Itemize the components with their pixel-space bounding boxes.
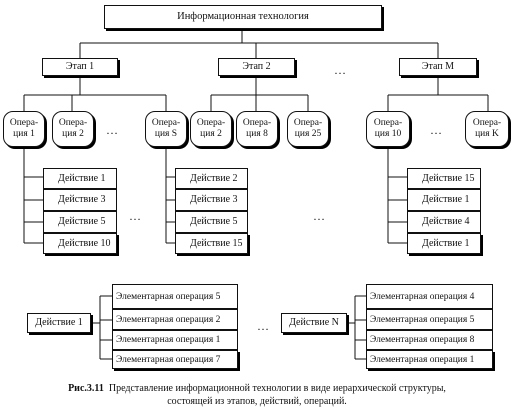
action-item: Действие 15	[175, 233, 248, 254]
operation-8: Опера- ция 8	[236, 111, 278, 147]
action-item: Действие 5	[43, 211, 117, 233]
action-1-detail: Действие 1	[27, 313, 91, 333]
action-item: Действие 5	[175, 211, 248, 233]
stage-m: Этап M	[399, 58, 477, 76]
elementary-operation: Элементарная операция 7	[112, 350, 238, 369]
operation-2b: Опера- ция 2	[190, 111, 232, 147]
detail-ellipsis: …	[257, 319, 270, 333]
operation-ellipsis-1: …	[106, 123, 119, 137]
elementary-operation: Элементарная операция 2	[112, 309, 238, 330]
figure-caption: Рис.3.11 Представление информационной те…	[0, 382, 514, 408]
action-item: Действие 3	[43, 189, 117, 211]
root-node: Информационная технология	[104, 5, 382, 29]
elementary-operation: Элементарная операция 1	[366, 350, 493, 369]
elementary-operation: Элементарная операция 5	[112, 284, 238, 309]
operation-s: Опера- ция S	[145, 111, 187, 147]
operation-25: Опера- ция 25	[287, 111, 329, 147]
action-item: Действие 15	[407, 168, 481, 189]
stage-2: Этап 2	[218, 58, 295, 76]
action-item: Действие 1	[407, 233, 481, 254]
caption-line-2: состоящей из этапов, действий, операций.	[167, 396, 347, 407]
operation-k: Опера- ция K	[465, 111, 509, 147]
stage-1: Этап 1	[42, 58, 118, 76]
action-item: Действие 4	[407, 211, 481, 233]
action-ellipsis-1: …	[129, 209, 142, 223]
operation-2: Опера- ция 2	[52, 111, 94, 147]
action-item: Действие 1	[407, 189, 481, 211]
elementary-operation: Элементарная операция 5	[366, 309, 493, 330]
action-ellipsis-2: …	[313, 209, 326, 223]
elementary-operation: Элементарная операция 4	[366, 284, 493, 309]
caption-line-1: Представление информационной технологии …	[108, 383, 446, 394]
stage-ellipsis: …	[334, 63, 347, 77]
elementary-operation: Элементарная операция 1	[112, 330, 238, 350]
caption-label: Рис.3.11	[68, 383, 104, 394]
action-item: Действие 3	[175, 189, 248, 211]
operation-10: Опера- ция 10	[366, 111, 410, 147]
operation-1: Опера- ция 1	[3, 111, 45, 147]
elementary-operation: Элементарная операция 8	[366, 330, 493, 350]
action-item: Действие 10	[43, 233, 117, 254]
operation-ellipsis-m: …	[430, 123, 443, 137]
action-n-detail: Действие N	[281, 313, 347, 333]
action-item: Действие 2	[175, 168, 248, 189]
action-item: Действие 1	[43, 168, 117, 189]
